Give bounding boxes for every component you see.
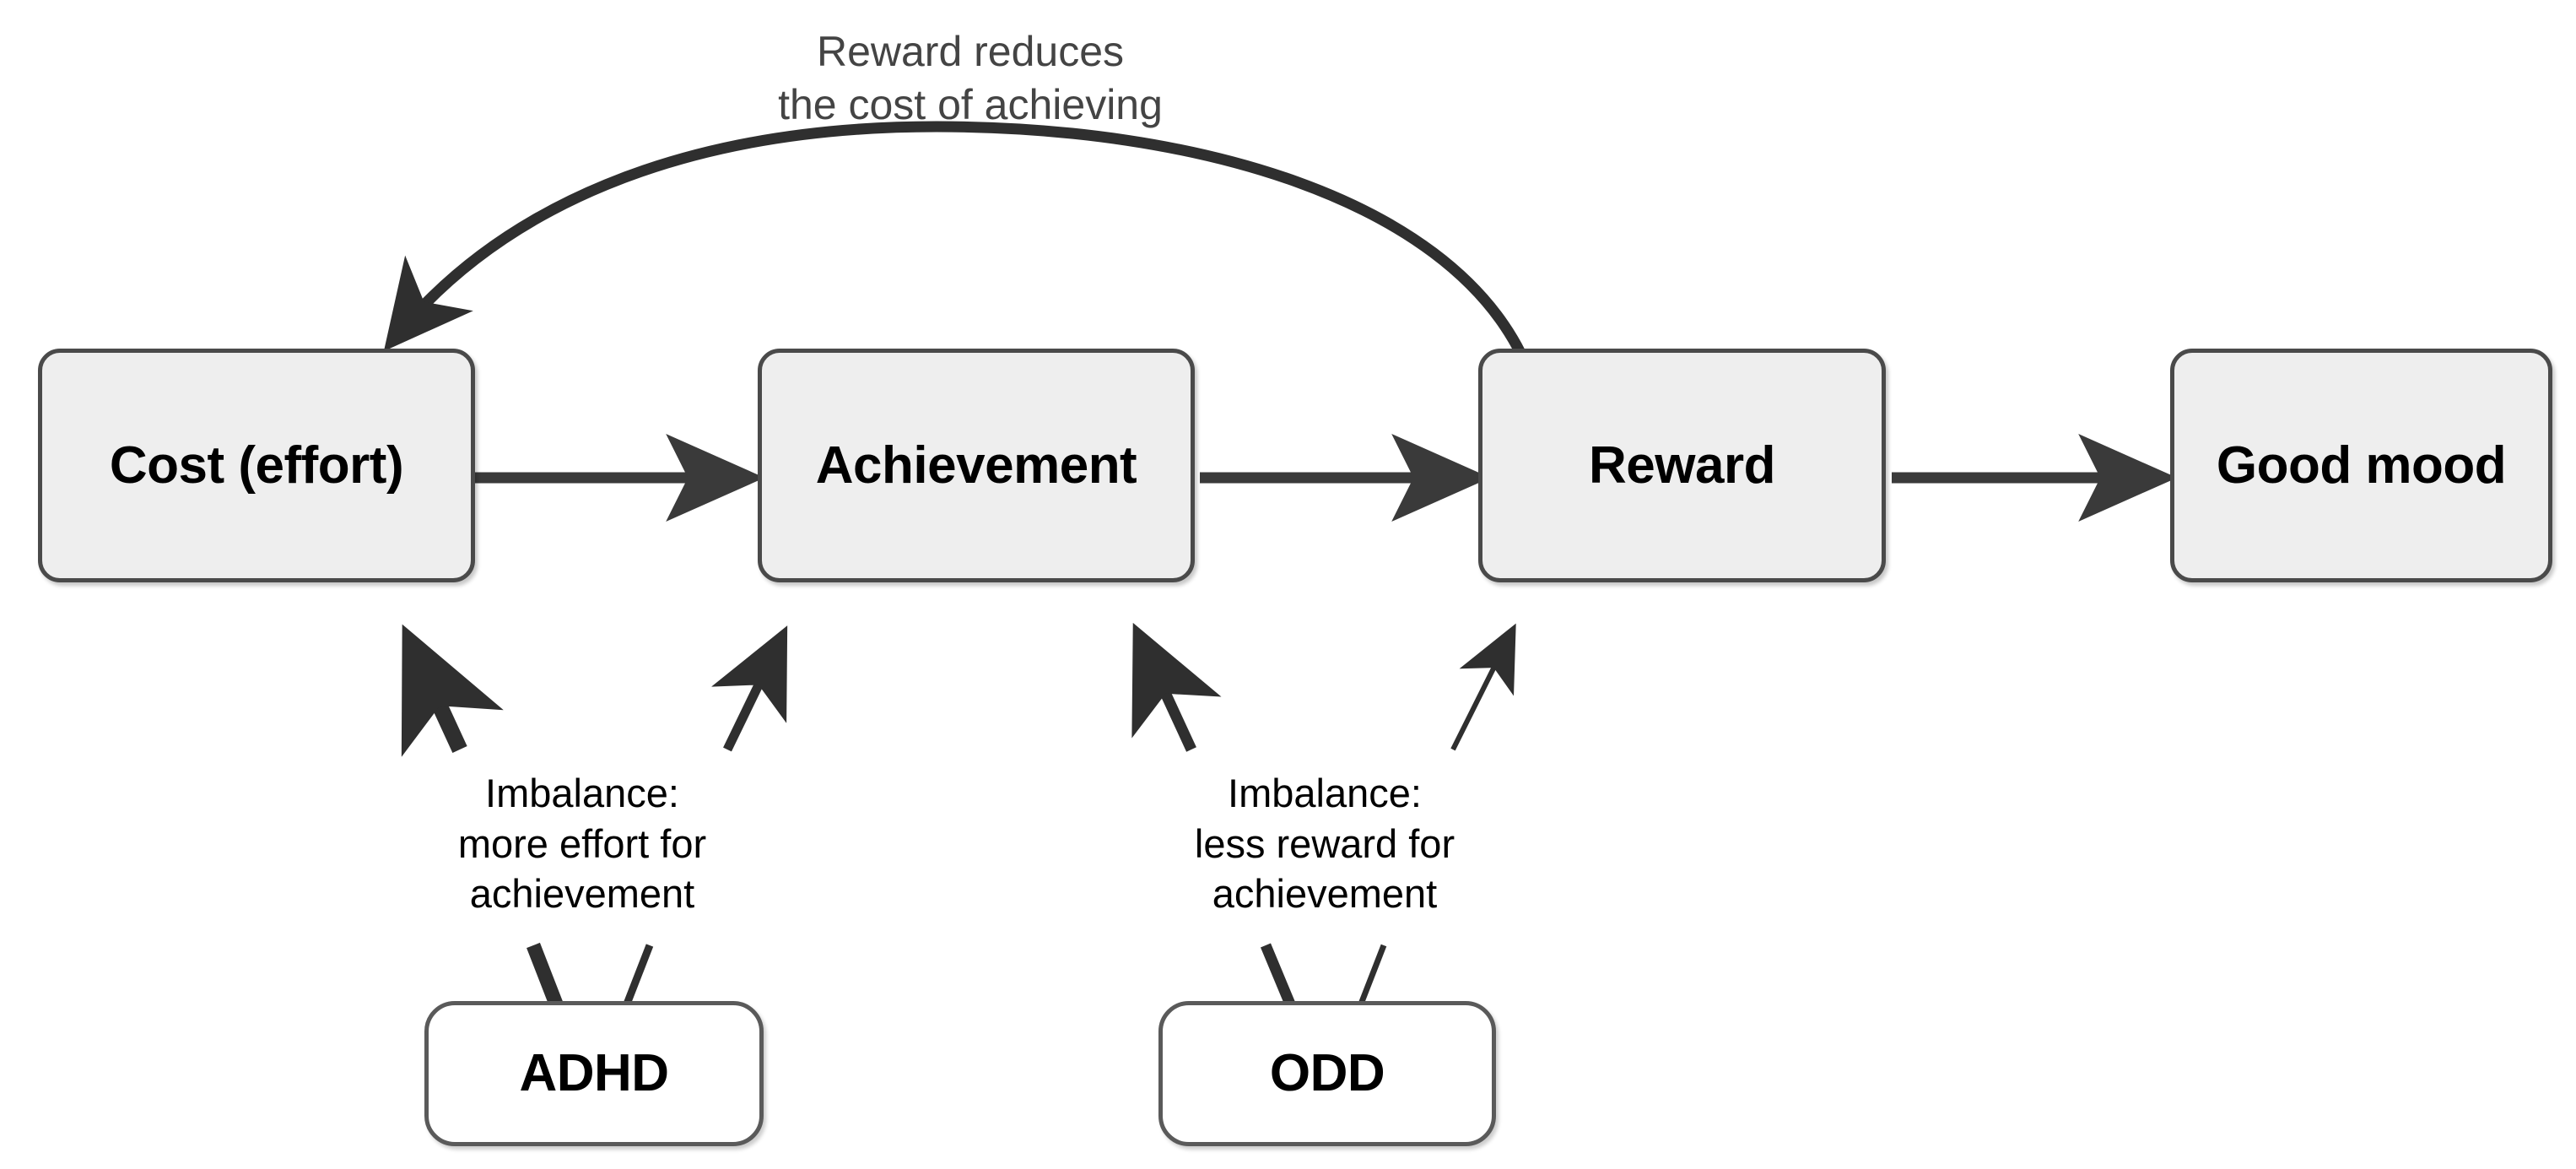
curved-edge-label: Reward reduces the cost of achieving [778, 28, 1163, 128]
edge-odd-to-reward [1450, 623, 1516, 751]
node-adhd[interactable]: ADHD [424, 1001, 764, 1146]
annotation-odd-imbalance: Imbalance: less reward for achievement [1194, 771, 1455, 917]
node-cost[interactable]: Cost (effort) [38, 349, 475, 582]
edge-adhd-to-achievement [711, 625, 788, 752]
stem-odd-right [1357, 944, 1387, 1008]
node-odd[interactable]: ODD [1158, 1001, 1496, 1146]
stem-adhd-left [527, 942, 564, 1009]
edge-adhd-to-cost [401, 624, 504, 757]
node-good-mood[interactable]: Good mood [2170, 349, 2552, 582]
stem-adhd-right [622, 944, 654, 1008]
annotation-adhd-imbalance: Imbalance: more effort for achievement [457, 771, 707, 917]
edge-odd-to-achievement [1131, 622, 1222, 752]
node-reward[interactable]: Reward [1478, 349, 1886, 582]
node-achievement[interactable]: Achievement [758, 349, 1195, 582]
stem-odd-left [1261, 943, 1296, 1009]
edge-reward-to-cost-curved [383, 121, 1526, 359]
